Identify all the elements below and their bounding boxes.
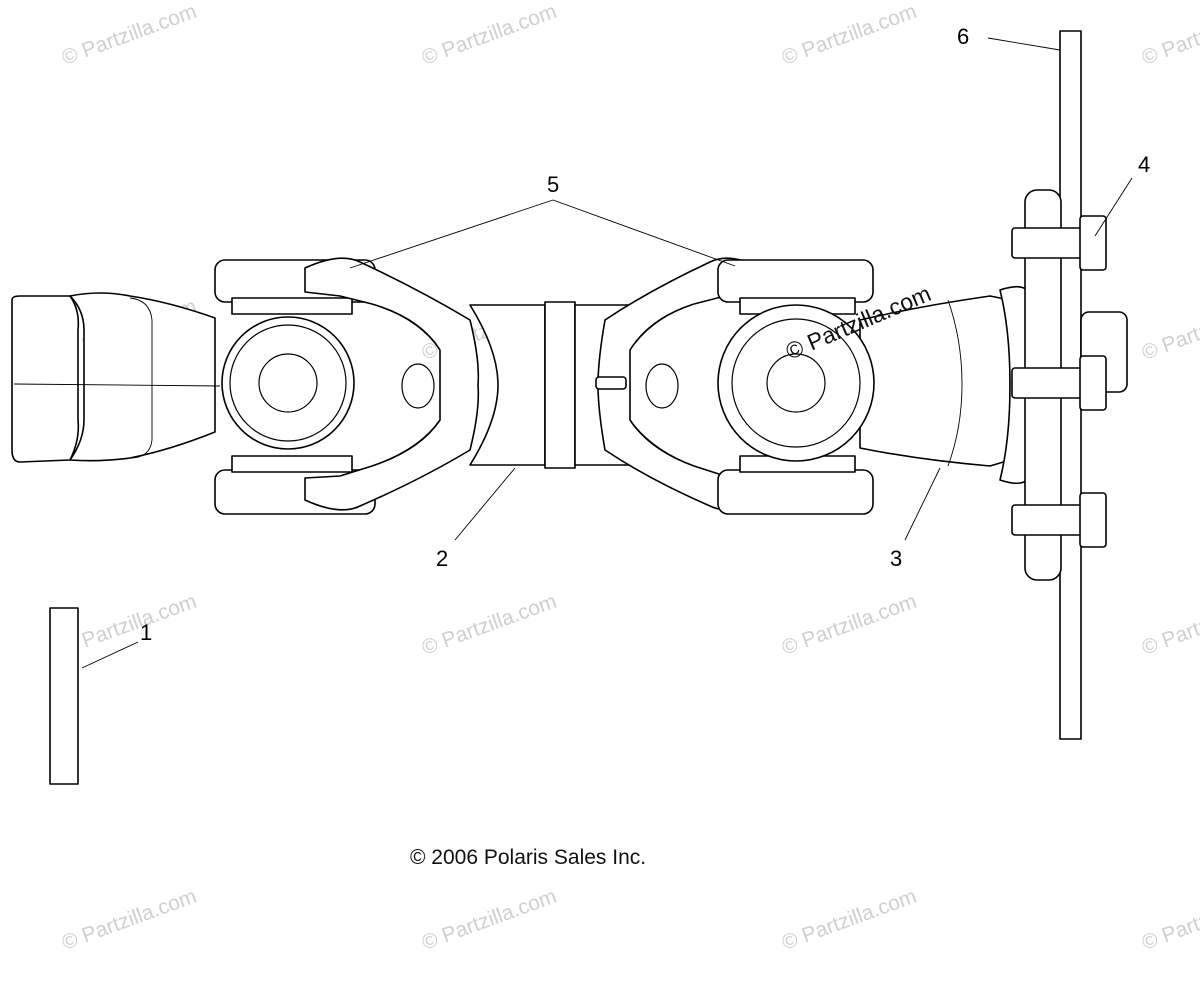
watermark: © Partzilla.com [419, 885, 560, 955]
watermark: © Partzilla.com [1139, 590, 1200, 660]
grease-fitting [595, 376, 627, 390]
leader-1 [81, 641, 139, 669]
right-cap-top [717, 259, 874, 303]
part-4-bolts [1011, 215, 1107, 548]
callout-6: 6 [957, 24, 969, 49]
watermark: © Partzilla.com [59, 590, 200, 660]
left-bearing-outer [221, 316, 355, 450]
right-yoke-inner [629, 303, 695, 467]
left-grease-boss [401, 363, 435, 409]
watermark: © Partzilla.com [419, 0, 560, 70]
left-bearing-ring [229, 324, 347, 442]
part-1-plate [49, 607, 79, 785]
watermark: © Partzilla.com [1139, 0, 1200, 70]
callout-2: 2 [436, 546, 448, 571]
driveshaft-assembly [11, 189, 1128, 581]
callout-1: 1 [140, 620, 152, 645]
watermark: © Partzilla.com [59, 885, 200, 955]
part-2-shaft-left [469, 304, 546, 466]
left-bearing-center [258, 353, 318, 413]
left-yoke-end [11, 295, 80, 463]
right-bearing-ring [731, 318, 861, 448]
left-yoke-detail [129, 297, 153, 459]
watermark: © Partzilla.com [59, 0, 200, 70]
copyright-notice: © 2006 Polaris Sales Inc. [410, 846, 647, 869]
right-cap-bottom [717, 469, 874, 515]
callout-5: 5 [547, 172, 559, 197]
left-bearing-top [231, 297, 353, 315]
watermark: © Partzilla.com [779, 885, 920, 955]
left-yoke-body [69, 292, 216, 462]
watermark: © Partzilla.com [779, 0, 920, 70]
leader-2 [454, 467, 516, 541]
leader-5a [349, 199, 554, 269]
leader-4 [1094, 177, 1133, 237]
left-bearing-bottom [231, 455, 353, 473]
callout-labels: 1 2 3 4 5 6 [140, 24, 1150, 645]
watermark: © Partzilla.com [1139, 295, 1200, 365]
callout-3: 3 [890, 546, 902, 571]
callout-4: 4 [1138, 152, 1150, 177]
leader-lines [81, 37, 1133, 669]
bolt-head-middle [1079, 355, 1107, 411]
left-yoke-inner [371, 303, 441, 467]
leader-6 [987, 37, 1061, 51]
part-2-center-ring [544, 301, 576, 469]
watermark: © Partzilla.com [419, 590, 560, 660]
left-yoke-seam [13, 383, 221, 387]
leader-5b [552, 199, 736, 267]
right-bearing-outer [717, 304, 875, 462]
watermark: © Partzilla.com [1139, 885, 1200, 955]
leader-3 [904, 467, 941, 541]
watermark: © Partzilla.com [779, 590, 920, 660]
right-bearing-center [766, 353, 826, 413]
part-3-detail [947, 299, 963, 467]
right-grease-boss [645, 363, 679, 409]
bolt-head-bottom [1079, 492, 1107, 548]
